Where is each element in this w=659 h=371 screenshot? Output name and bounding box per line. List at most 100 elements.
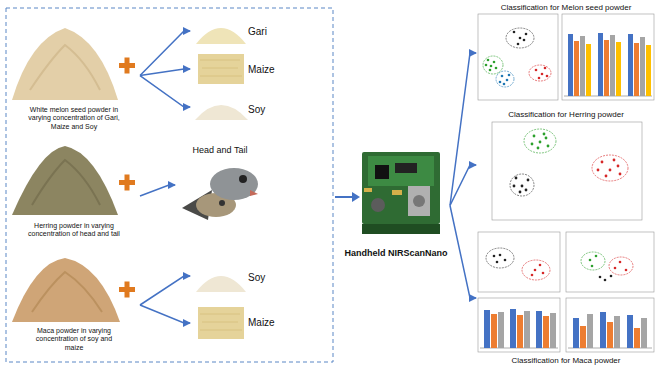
confidence-ellipse	[609, 257, 633, 275]
powder-group: Maca powder in varying concentration of …	[10, 255, 140, 355]
bar	[586, 44, 591, 96]
scatter-dot	[542, 272, 545, 275]
bar	[614, 316, 620, 348]
powder-group: White melon seed powder in varying conce…	[10, 18, 140, 133]
scatter-frame	[566, 232, 654, 292]
chart-panel: Classification for Melon seed powder	[476, 1, 656, 105]
bar	[604, 40, 609, 96]
bar	[580, 36, 585, 96]
scatter-dot	[619, 261, 622, 264]
flow-arrow	[450, 206, 476, 299]
chip	[395, 163, 417, 173]
scatter-dot	[531, 143, 534, 146]
chart-title: Classification for Herring powder	[476, 110, 656, 120]
scatter-dot	[601, 161, 604, 164]
scatter-dot	[487, 59, 490, 62]
flour-texture	[200, 60, 242, 76]
maize-flour	[198, 54, 244, 84]
maize-flour	[198, 307, 244, 339]
scatter-dot	[589, 259, 592, 262]
scatter-dot	[604, 279, 607, 282]
pile-shade	[32, 160, 100, 205]
ingredient-item: Maize	[190, 52, 285, 86]
flow-arrow	[335, 196, 353, 198]
bar	[510, 309, 516, 348]
device-node: Handheld NIRScanNano	[342, 148, 450, 263]
bar	[607, 322, 613, 348]
confidence-ellipse	[524, 129, 556, 153]
scatter-dot	[501, 75, 504, 78]
bar	[634, 328, 640, 348]
soy-pile	[196, 276, 246, 292]
ingredient-item: Soy	[190, 90, 285, 124]
pile-shade	[32, 272, 102, 312]
item-label: Soy	[248, 272, 284, 284]
scatter-dot	[613, 159, 616, 162]
plus-sign	[125, 175, 130, 191]
powder-pile	[12, 28, 118, 100]
scatter-dot	[614, 267, 617, 270]
scatter-dot	[617, 165, 620, 168]
bar	[640, 37, 645, 96]
scatter-dot	[546, 75, 549, 78]
confidence-ellipse	[486, 248, 514, 268]
bar	[524, 311, 530, 348]
scatter-dot	[513, 31, 516, 34]
powder-group: Herring powder in varying concentration …	[10, 140, 140, 252]
scatter-dot	[543, 133, 546, 136]
connector	[392, 190, 402, 195]
scatter-dot	[493, 61, 496, 64]
bar	[491, 314, 497, 348]
scatter-frame	[478, 14, 558, 100]
chart-panel: Classification for Herring powder	[476, 108, 656, 222]
scatter-dot	[609, 169, 612, 172]
flow-arrow	[140, 31, 190, 76]
scatter-dot	[545, 137, 548, 140]
ingredient-item: Head and Tail	[175, 145, 265, 225]
sample-caption: Maca powder in varying concentration of …	[28, 327, 120, 352]
scatter-dot	[531, 274, 534, 277]
flow-arrow	[140, 276, 190, 305]
plus-sign	[125, 282, 130, 298]
bar	[587, 314, 593, 348]
item-label: Handheld NIRScanNano	[342, 248, 450, 259]
device-board	[362, 152, 440, 224]
chart-title: Classification for Maca powder	[476, 356, 656, 366]
bar	[610, 35, 615, 96]
fish-eye	[219, 200, 225, 206]
lamp	[371, 198, 385, 212]
flow-arrow	[140, 76, 190, 107]
bar	[484, 310, 490, 348]
powder-pile	[12, 146, 118, 215]
scatter-dot	[508, 74, 511, 77]
bar	[550, 313, 556, 348]
bar	[568, 34, 573, 96]
bar	[634, 43, 639, 96]
fish-mouth	[250, 190, 258, 196]
scatter-frame	[478, 232, 560, 292]
soy-pile	[195, 105, 248, 120]
chart-title: Classification for Melon seed powder	[476, 3, 656, 13]
scatter-dot	[538, 77, 541, 80]
flow-arrow	[140, 305, 190, 323]
sample-caption: Herring powder in varying concentration …	[28, 222, 120, 239]
flow-arrow	[140, 69, 190, 76]
bar-frame	[566, 298, 654, 352]
bar	[517, 315, 523, 348]
fish-head	[210, 168, 258, 200]
device-board	[368, 156, 434, 186]
scatter-dot	[503, 83, 506, 86]
confidence-ellipse	[483, 56, 503, 74]
lens	[413, 195, 425, 207]
plus-sign	[125, 58, 130, 74]
pile-shade	[30, 45, 100, 90]
powder-pile	[12, 258, 120, 322]
bar	[628, 34, 633, 96]
ingredient-item: Maize	[190, 305, 285, 341]
flow-arrow	[450, 53, 476, 206]
item-label: Head and Tail	[175, 145, 265, 156]
confidence-ellipse	[506, 28, 534, 48]
item-label: Gari	[248, 26, 284, 38]
